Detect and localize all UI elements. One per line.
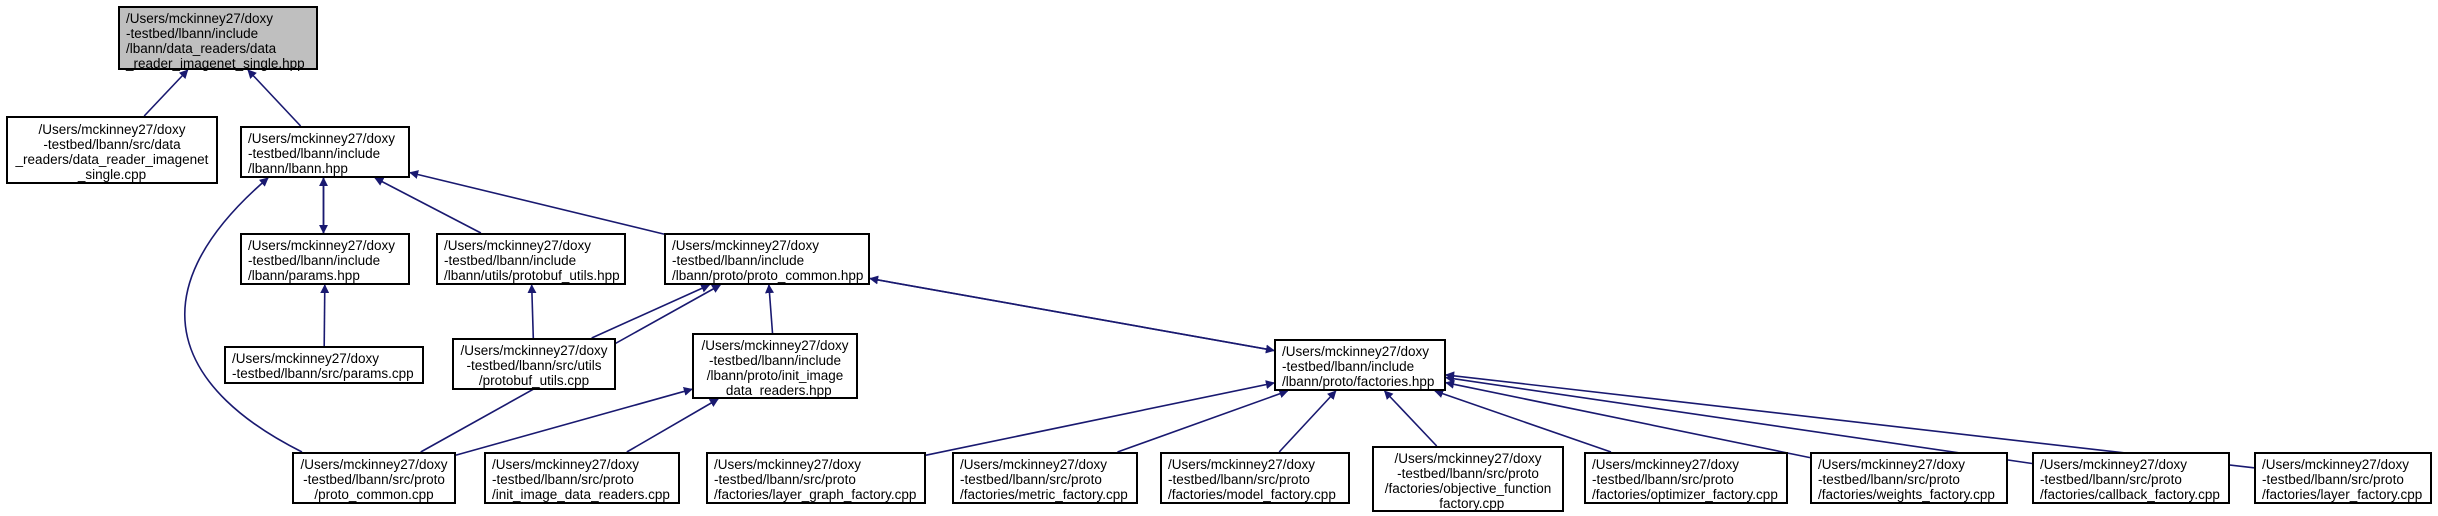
edge-proto_common_cpp-to-lbann_hpp	[184, 177, 303, 453]
node-callback-factory-cpp[interactable]: /Users/mckinney27/doxy -testbed/lbann/sr…	[2032, 452, 2230, 504]
node-params-cpp[interactable]: /Users/mckinney27/doxy -testbed/lbann/sr…	[224, 346, 424, 384]
node-objective-function-factory-cpp[interactable]: /Users/mckinney27/doxy -testbed/lbann/sr…	[1372, 446, 1564, 512]
edge-proto_common_hpp-to-lbann_hpp	[409, 170, 665, 235]
edge-init_image_cpp-to-init_image_hpp	[626, 398, 719, 453]
node-lbann-hpp[interactable]: /Users/mckinney27/doxy -testbed/lbann/in…	[240, 126, 410, 178]
edge-optimizer_cpp-to-factories_hpp	[1434, 389, 1612, 453]
edge-protobuf_utils_hpp-to-lbann_hpp	[374, 177, 482, 234]
node-metric-factory-cpp[interactable]: /Users/mckinney27/doxy -testbed/lbann/sr…	[952, 452, 1138, 504]
edge-params_cpp-to-params_hpp	[320, 284, 330, 347]
edge-protobuf_utils_cpp-to-proto_common_hpp	[591, 284, 711, 339]
node-weights-factory-cpp[interactable]: /Users/mckinney27/doxy -testbed/lbann/sr…	[1810, 452, 2008, 504]
edge-dr_imagenet_cpp-to-root	[143, 69, 189, 117]
edge-metric_cpp-to-factories_hpp	[1117, 389, 1289, 453]
node-optimizer-factory-cpp[interactable]: /Users/mckinney27/doxy -testbed/lbann/sr…	[1584, 452, 1788, 504]
edge-callback_cpp-to-factories_hpp	[1445, 374, 2033, 465]
node-protobuf-utils-hpp[interactable]: /Users/mckinney27/doxy -testbed/lbann/in…	[436, 233, 626, 285]
node-data-reader-imagenet-single-hpp: /Users/mckinney27/doxy -testbed/lbann/in…	[118, 6, 318, 71]
node-init-image-data-readers-hpp[interactable]: /Users/mckinney27/doxy -testbed/lbann/in…	[692, 333, 858, 399]
edge-layer_graph_cpp-to-factories_hpp	[925, 380, 1275, 456]
edge-weights_cpp-to-factories_hpp	[1445, 379, 1811, 459]
node-init-image-data-readers-cpp[interactable]: /Users/mckinney27/doxy -testbed/lbann/sr…	[484, 452, 680, 504]
node-model-factory-cpp[interactable]: /Users/mckinney27/doxy -testbed/lbann/sr…	[1160, 452, 1350, 504]
node-factories-hpp[interactable]: /Users/mckinney27/doxy -testbed/lbann/in…	[1274, 339, 1446, 391]
edge-proto_common_hpp-to-factories_hpp	[869, 277, 1275, 354]
node-params-hpp[interactable]: /Users/mckinney27/doxy -testbed/lbann/in…	[240, 233, 410, 285]
edge-protobuf_utils_cpp-to-protobuf_utils_hpp	[527, 284, 537, 339]
node-data-reader-imagenet-single-cpp[interactable]: /Users/mckinney27/doxy -testbed/lbann/sr…	[6, 116, 218, 184]
node-protobuf-utils-cpp[interactable]: /Users/mckinney27/doxy -testbed/lbann/sr…	[452, 338, 616, 390]
edge-lbann_hpp-to-root	[247, 69, 302, 127]
edge-objective_cpp-to-factories_hpp	[1383, 390, 1438, 447]
node-layer-factory-cpp[interactable]: /Users/mckinney27/doxy -testbed/lbann/sr…	[2254, 452, 2432, 504]
edge-init_image_hpp-to-proto_common_hpp	[765, 284, 774, 334]
node-layer-graph-factory-cpp[interactable]: /Users/mckinney27/doxy -testbed/lbann/sr…	[706, 452, 926, 504]
edge-proto_common_cpp-to-init_image_hpp	[455, 387, 693, 456]
edge-model_cpp-to-factories_hpp	[1278, 390, 1337, 453]
node-proto-common-hpp[interactable]: /Users/mckinney27/doxy -testbed/lbann/in…	[664, 233, 870, 285]
node-proto-common-cpp[interactable]: /Users/mckinney27/doxy -testbed/lbann/sr…	[292, 452, 456, 504]
